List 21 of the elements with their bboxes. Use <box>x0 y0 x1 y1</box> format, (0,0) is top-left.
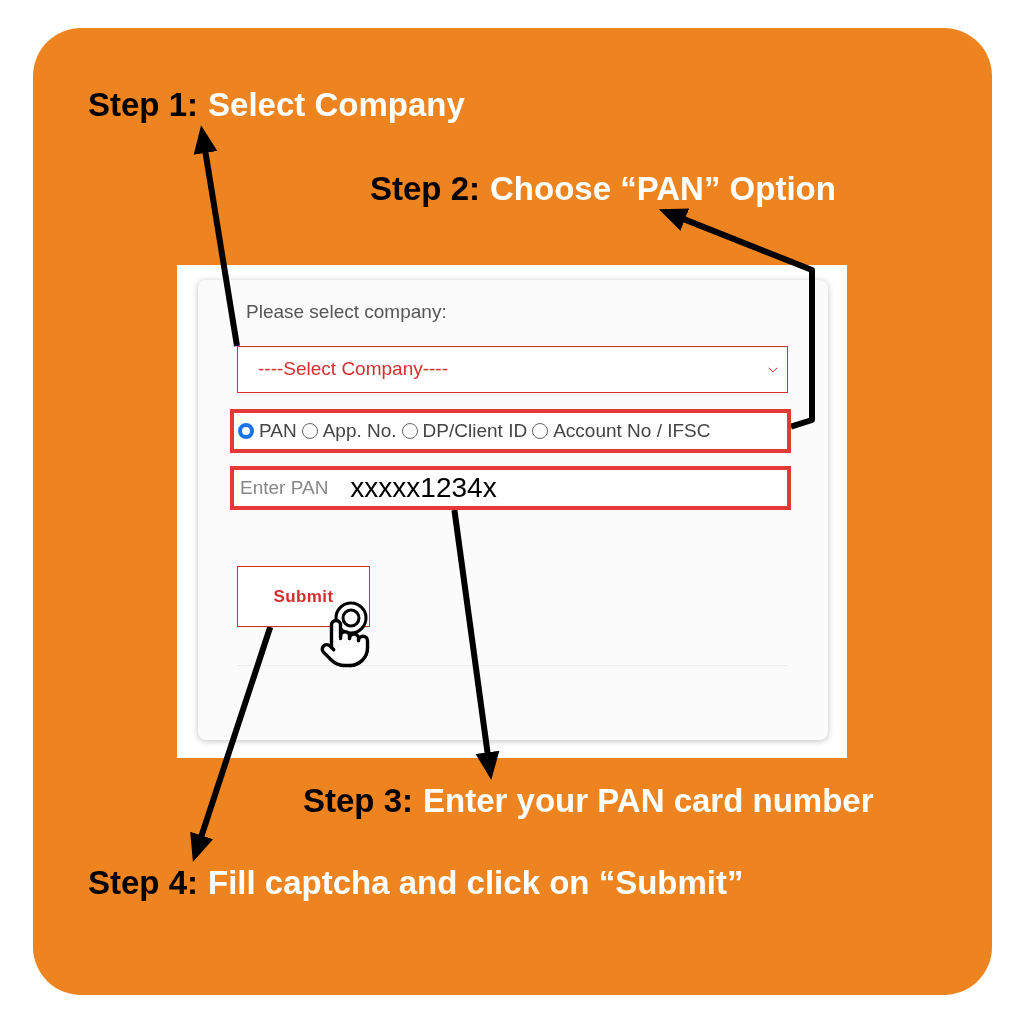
radio-option: DP/Client ID <box>422 416 528 446</box>
arrow <box>190 626 274 862</box>
submit-button: Submit <box>237 566 370 627</box>
form-label: Please select company: <box>246 300 447 324</box>
step-instruction: Select Company <box>208 86 465 123</box>
step-number: Step 1: <box>88 86 199 123</box>
arrow <box>451 509 500 780</box>
step-number: Step 2: <box>370 170 481 207</box>
step-number: Step 4: <box>88 864 199 901</box>
step-instruction: Choose “PAN” Option <box>490 170 836 207</box>
step-instruction: Enter your PAN card number <box>423 782 874 819</box>
arrow <box>658 208 815 430</box>
step-number: Step 3: <box>303 782 414 819</box>
radio-option: App. No. <box>322 416 397 446</box>
pan-input-field: Enter PAN xxxxx1234x <box>230 466 791 510</box>
radio-group <box>230 409 791 453</box>
radio-option: Account No / IFSC <box>553 416 711 446</box>
arrow <box>193 125 240 347</box>
radio-option: PAN <box>259 416 297 446</box>
step-instruction: Fill captcha and click on “Submit” <box>208 864 744 901</box>
company-dropdown: ----Select Company---- <box>237 346 788 393</box>
